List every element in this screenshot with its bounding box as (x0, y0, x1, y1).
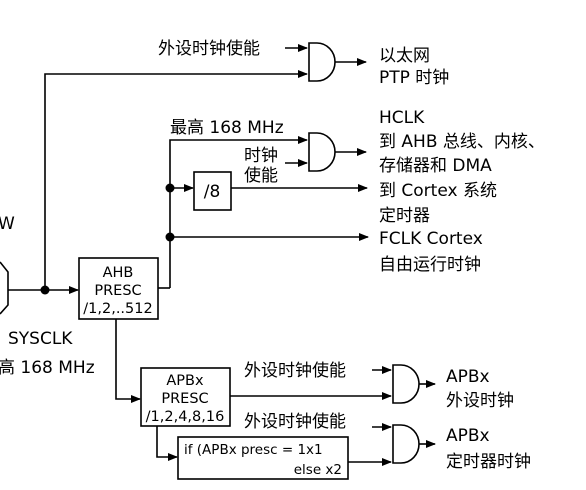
apb-periph-title: APBx (446, 367, 490, 387)
cortex-sys-line2: 定时器 (379, 206, 430, 226)
ptp-clock-wire (44, 70, 308, 290)
max-168-label: 最高 168 MHz (170, 118, 284, 138)
mult-line1: if (APBx presc = 1x1 (184, 442, 323, 458)
cortex-sys-line1: 到 Cortex 系统 (379, 181, 497, 201)
fclk-title: FCLK Cortex (379, 229, 483, 249)
apb-label-2: PRESC (161, 391, 208, 407)
apb-periph-enable-label: 外设时钟使能 (244, 360, 346, 381)
ahb-label-1: AHB (103, 265, 134, 281)
ahb-label-2: PRESC (94, 283, 141, 299)
div8-block (193, 171, 232, 211)
partial-w-label: W (0, 214, 15, 234)
clk-enable-label-2: 使能 (244, 165, 278, 186)
apb-label-3: /1,2,4,8,16 (146, 409, 225, 425)
ahb-label-3: /1,2,..512 (83, 301, 152, 317)
timer-multiplier-block (177, 436, 349, 480)
ahb-prescaler-block (78, 257, 159, 320)
hclk-line1: 到 AHB 总线、内核、 (379, 132, 545, 152)
ptp-enable-label: 外设时钟使能 (158, 38, 260, 59)
sysclk-label: SYSCLK (8, 329, 73, 349)
apb-periph-and-gate (392, 364, 420, 404)
partial-mux-shape (0, 261, 9, 315)
hclk-line2: 存储器和 DMA (379, 156, 492, 176)
ptp-and-gate (308, 42, 336, 82)
div8-label: /8 (204, 182, 221, 202)
apb-timer-line2: 定时器时钟 (446, 452, 531, 472)
apb-timer-enable-label: 外设时钟使能 (244, 411, 346, 432)
clk-enable-label-1: 时钟 (244, 146, 278, 166)
hclk-title: HCLK (379, 108, 425, 128)
hclk-and-gate (308, 132, 336, 172)
fclk-line2: 自由运行时钟 (379, 255, 481, 275)
mult-in-wire (156, 426, 178, 461)
apb-label-1: APBx (166, 373, 204, 389)
mult-line2: else x2 (294, 462, 342, 478)
sysclk-max-label: 高 168 MHz (0, 358, 95, 378)
apb-prescaler-block (140, 367, 231, 427)
ptp-out-line2: PTP 时钟 (379, 68, 449, 88)
apb-in-wire (115, 319, 141, 403)
apb-timer-title: APBx (446, 426, 490, 446)
ptp-out-line1: 以太网 (379, 46, 430, 66)
apb-periph-line2: 外设时钟 (446, 391, 514, 411)
apb-timer-and-gate (392, 424, 420, 464)
